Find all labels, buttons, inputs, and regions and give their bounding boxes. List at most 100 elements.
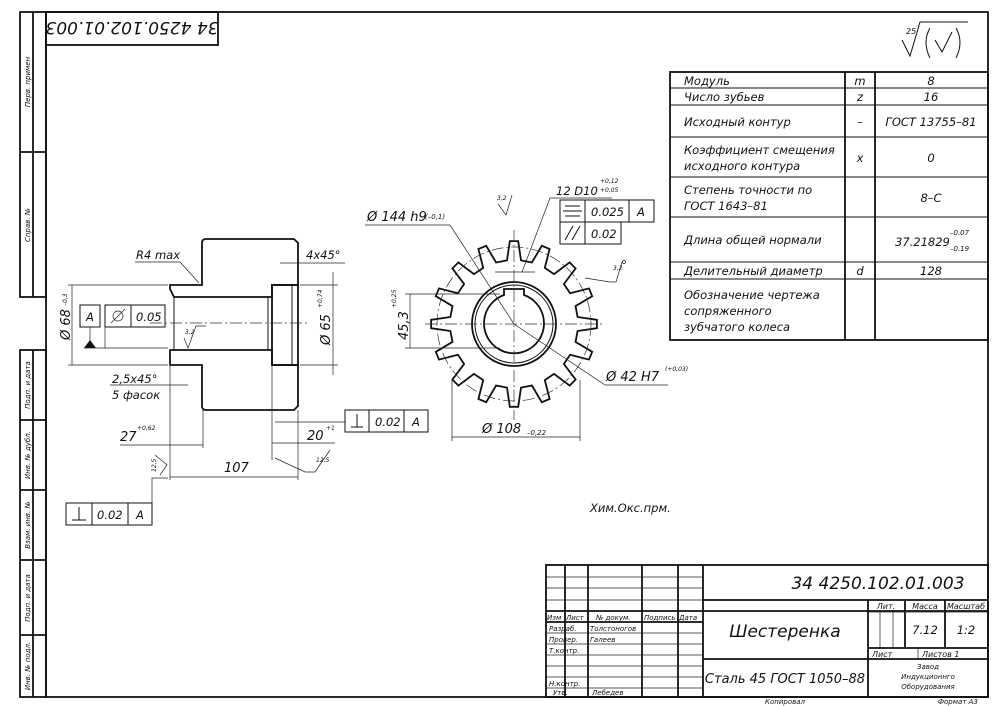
side-section-view: R4 max 4x45° Ø 68 –0,3 Ø 65 +0,74 A 0.05: [59, 238, 429, 526]
param-symbol: x: [856, 151, 864, 165]
symmetry-icon: [563, 205, 582, 217]
datum-a: A: [85, 310, 94, 324]
perpendicularity-icon: [351, 414, 363, 428]
symmetry-parallel-frame: 0.025 A 0.02: [559, 199, 655, 245]
col-izm: Изм: [547, 614, 562, 622]
param-name: Исходный контур: [684, 115, 791, 129]
person: Лебедев: [591, 689, 623, 697]
dim20: 20: [307, 429, 324, 444]
strip-label: Перв. примен: [24, 56, 32, 107]
runout-icon: [112, 310, 124, 322]
part-name: Шестеренка: [729, 622, 840, 642]
param-value: ГОСТ 13755–81: [885, 115, 976, 129]
symmetry-value: 0.025: [591, 205, 624, 219]
param-name: исходного контура: [684, 159, 800, 173]
col-sign: Подпись: [644, 614, 676, 622]
param-value: 128: [920, 264, 942, 278]
dia108-label: Ø 108: [481, 422, 521, 437]
dim27: 27: [120, 430, 137, 445]
col-list: Лист: [565, 614, 585, 622]
dim107: 107: [224, 461, 250, 476]
param-tol-upper: –0.07: [950, 229, 970, 237]
param-value: 8–С: [920, 191, 941, 205]
roughness-value: 25: [906, 27, 916, 36]
rough-key: 3,2: [497, 195, 507, 202]
param-symbol: –: [857, 115, 863, 129]
r4-label: R4 max: [136, 248, 180, 262]
param-symbol: d: [856, 264, 864, 278]
dim45: 45,3: [397, 311, 412, 340]
dia144-tol: (–0,1): [425, 213, 445, 221]
scale-value: 1:2: [957, 623, 976, 637]
keyway-tol-upper: +0,12: [600, 178, 619, 185]
param-name: сопряженного: [684, 304, 772, 318]
title-block: 34 4250.102.01.003 Изм Лист № докум. Под…: [545, 564, 989, 698]
perp-left-value: 0.02: [97, 508, 123, 522]
strip-label: Справ. №: [24, 208, 32, 242]
lit-label: Лит.: [876, 602, 895, 611]
org-line: Индукционнго: [901, 673, 955, 681]
bore-keyway: [483, 288, 545, 355]
rotated-stamp: 34 4250.102.01.003: [45, 11, 219, 46]
col-date: Дата: [678, 614, 697, 622]
role: Провер.: [549, 636, 578, 644]
doc-number: 34 4250.102.01.003: [791, 574, 964, 594]
perp-left-datum: A: [135, 508, 144, 522]
param-value: 0: [927, 151, 934, 165]
param-symbol: m: [854, 74, 865, 88]
perpendicularity-icon: [72, 507, 86, 521]
strip-label: Подп. и дата: [24, 574, 32, 622]
rough-teeth: 3,2: [613, 265, 623, 272]
param-symbol: z: [856, 90, 864, 104]
org-line: Завод: [917, 663, 939, 671]
chamfers-label: 2,5x45°: [112, 372, 157, 386]
role: Т.контр.: [549, 647, 579, 655]
gear-teeth-outline: [430, 240, 598, 408]
surface-treatment-note: Хим.Окс.прм.: [589, 501, 671, 515]
perpendicularity-frame-right: 0.02 A: [344, 409, 429, 433]
drawing-frame: [45, 11, 989, 698]
gear-front-view: Ø 144 h9 (–0,1) 12 D10 +0,12 +0,05 0.025…: [365, 178, 688, 441]
dia42-label: Ø 42 H7: [605, 370, 660, 385]
strip-label: Взам. инв. №: [24, 501, 32, 549]
datum-triangle-icon: [84, 340, 96, 348]
dia42-tol: (+0,03): [665, 366, 688, 373]
keyway-label: 12 D10: [556, 184, 598, 198]
sheet-label: Лист: [871, 650, 893, 659]
runout-frame: A 0.05: [79, 304, 168, 349]
parallelism-icon: [564, 225, 581, 241]
chamfer-right-label: 4x45°: [306, 248, 341, 262]
chamfers-count: 5 фасок: [112, 388, 160, 402]
strip-label: Инв. № дубл.: [24, 431, 32, 479]
param-name: Число зубьев: [684, 90, 765, 104]
dim20-tol: +1: [326, 425, 335, 432]
copied-label: Копировал: [765, 698, 806, 706]
rough-bore: 3,2: [185, 329, 195, 336]
person: Галеев: [590, 636, 615, 644]
dia68-label: Ø 68: [59, 309, 74, 341]
perp-right-value: 0.02: [375, 415, 401, 429]
role: Утв.: [553, 689, 568, 697]
dim27-tol: +0,62: [137, 425, 156, 432]
side-strip: Перв. примен Справ. № Подп. и дата Инв. …: [19, 11, 47, 698]
param-name: Степень точности по: [684, 183, 812, 197]
param-value: 37.21829: [895, 235, 950, 249]
param-name: Делительный диаметр: [683, 264, 823, 278]
material: Сталь 45 ГОСТ 1050–88: [705, 672, 865, 687]
dia65-label: Ø 65: [319, 314, 334, 346]
symmetry-datum: A: [636, 205, 645, 219]
mass-label: Масса: [912, 602, 938, 611]
dia68-tol: –0,3: [62, 293, 69, 306]
sheets-label: Листов 1: [921, 650, 960, 659]
param-name: Коэффициент смещения: [684, 143, 835, 157]
col-doc: № докум.: [595, 614, 631, 622]
gear-parameters-table: Модуль m 8 Число зубьев z 16 Исходный ко…: [669, 71, 989, 341]
param-value: 16: [924, 90, 939, 104]
general-roughness-symbol: 25: [901, 21, 968, 59]
parallel-value: 0.02: [591, 227, 617, 241]
person: Толстоногов: [590, 625, 636, 633]
dia144-label: Ø 144 h9: [366, 210, 427, 225]
rough-left: 12,5: [151, 458, 158, 472]
param-name: Модуль: [684, 74, 730, 88]
role: Н.контр.: [549, 680, 580, 688]
